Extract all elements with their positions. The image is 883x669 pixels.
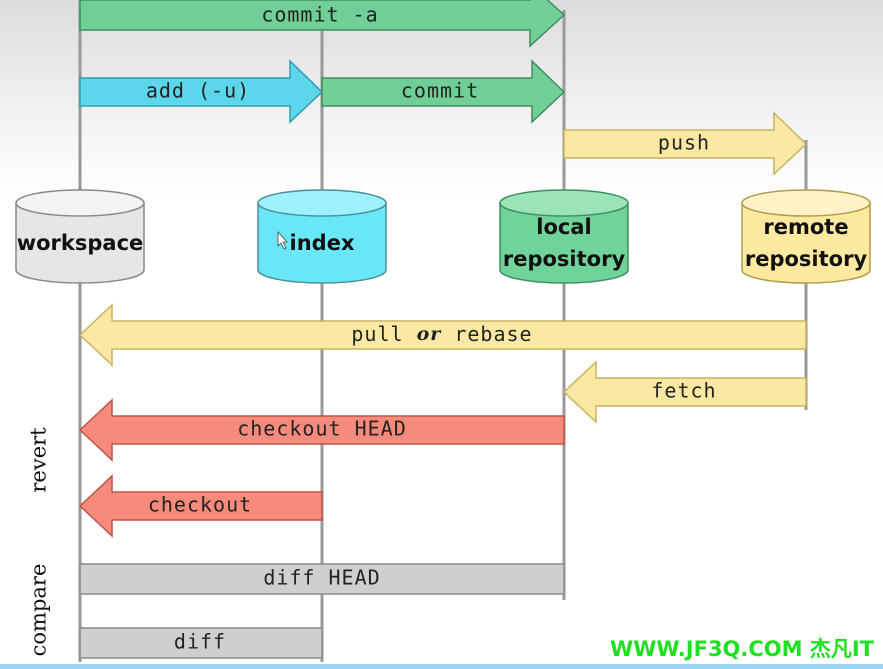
checkout-label: checkout (148, 493, 252, 517)
remote-repository-label-line1: remote (763, 215, 848, 239)
push-arrow: push (563, 111, 808, 176)
fetch-label: fetch (651, 379, 716, 403)
checkout-head-label: checkout HEAD (237, 417, 407, 441)
add-u-arrow: add (-u) (79, 59, 324, 124)
pull-label: pull (351, 322, 403, 346)
diff-label: diff (174, 630, 226, 654)
bottom-strip (0, 664, 883, 669)
workspace-label: workspace (17, 231, 144, 255)
compare-side-label: compare (27, 564, 51, 657)
local-repository-label-line2: repository (503, 247, 626, 271)
commit-label: commit (401, 79, 479, 103)
or-label: or (417, 323, 443, 345)
remote-repository-label-line2: repository (745, 247, 868, 271)
diff-bar: diff (79, 627, 323, 659)
rebase-label: rebase (454, 322, 532, 346)
index-label: index (290, 231, 355, 255)
pull-or-rebase-label: pull or rebase (351, 322, 532, 346)
add-u-label: add (-u) (146, 79, 250, 103)
index-cylinder: index (257, 189, 387, 284)
diff-head-label: diff HEAD (263, 566, 380, 590)
checkout-head-arrow: checkout HEAD (78, 398, 565, 462)
commit-a-label: commit -a (261, 3, 378, 27)
commit-arrow: commit (321, 59, 566, 124)
workspace-cylinder: workspace (15, 189, 145, 284)
fetch-arrow: fetch (562, 360, 807, 424)
mouse-cursor-icon (277, 230, 288, 250)
commit-a-arrow: commit -a (79, 0, 566, 48)
local-repository-cylinder: local repository (499, 189, 629, 284)
local-repository-label-line1: local (536, 215, 591, 239)
checkout-arrow: checkout (78, 474, 323, 538)
remote-repository-cylinder: remote repository (741, 189, 871, 284)
diff-head-bar: diff HEAD (79, 563, 565, 595)
push-label: push (658, 131, 710, 155)
watermark-text: WWW.JF3Q.COM 杰凡IT (610, 637, 875, 661)
pull-or-rebase-arrow: pull or rebase (78, 303, 807, 367)
revert-side-label: revert (27, 427, 51, 493)
